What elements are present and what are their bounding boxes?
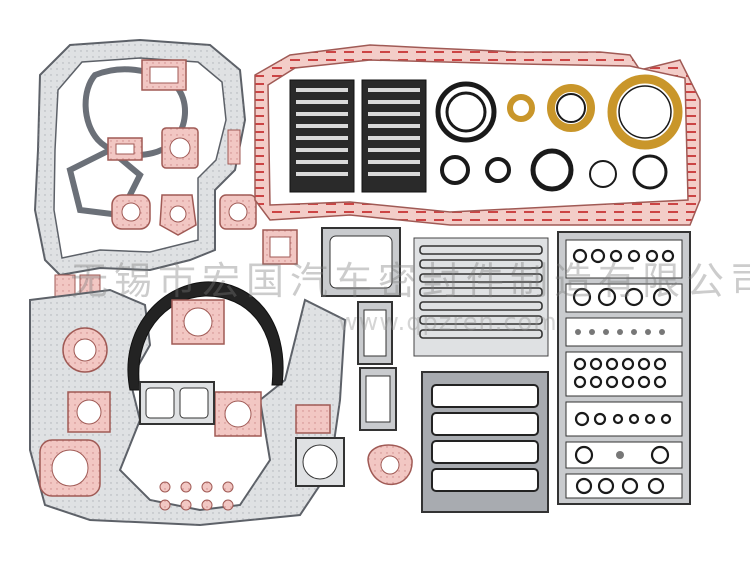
url-watermark: www.qpzren.com [338,308,558,336]
crankshaft-seals [435,74,683,192]
cylinder-head-gasket-stack [289,79,427,193]
small-round-seals [159,481,234,511]
company-watermark: 无锡市宏国汽车密封件制造有限公司 [70,259,750,303]
oil-pan-gasket-stack [413,237,549,357]
rear-main-seal-gasket [127,281,284,391]
o-ring-kit-tray [557,231,691,505]
small-pink-gaskets-upper [54,59,298,300]
gray-square-gaskets [139,381,345,487]
center-gaskets [321,227,401,431]
small-pink-gaskets-lower [39,299,413,497]
metal-frame-gaskets [421,371,549,513]
